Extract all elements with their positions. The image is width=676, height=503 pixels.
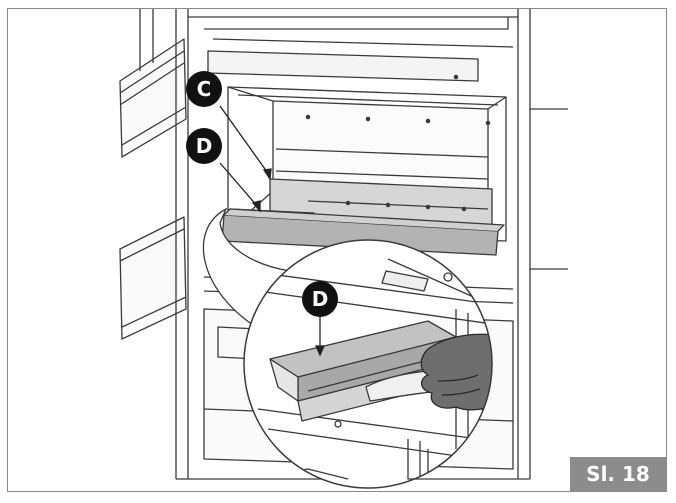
glove [420, 333, 492, 411]
open-door [119, 9, 187, 340]
callout-c: C [186, 71, 222, 107]
callout-d-top-label: D [196, 134, 213, 158]
callout-d-zoom-label: D [312, 287, 329, 311]
zoom-circle-outline [243, 239, 493, 489]
zoom-detail [247, 258, 492, 488]
stove-illustration: C D D [119, 9, 568, 489]
callout-d-zoom: D [302, 281, 338, 317]
callout-c-label: C [197, 77, 212, 101]
callout-d-top: D [186, 128, 222, 164]
figure-label: Sl. 18 [570, 457, 666, 491]
callout-leaders [219, 105, 326, 357]
figure-frame: C D D Sl. 18 [7, 8, 667, 492]
